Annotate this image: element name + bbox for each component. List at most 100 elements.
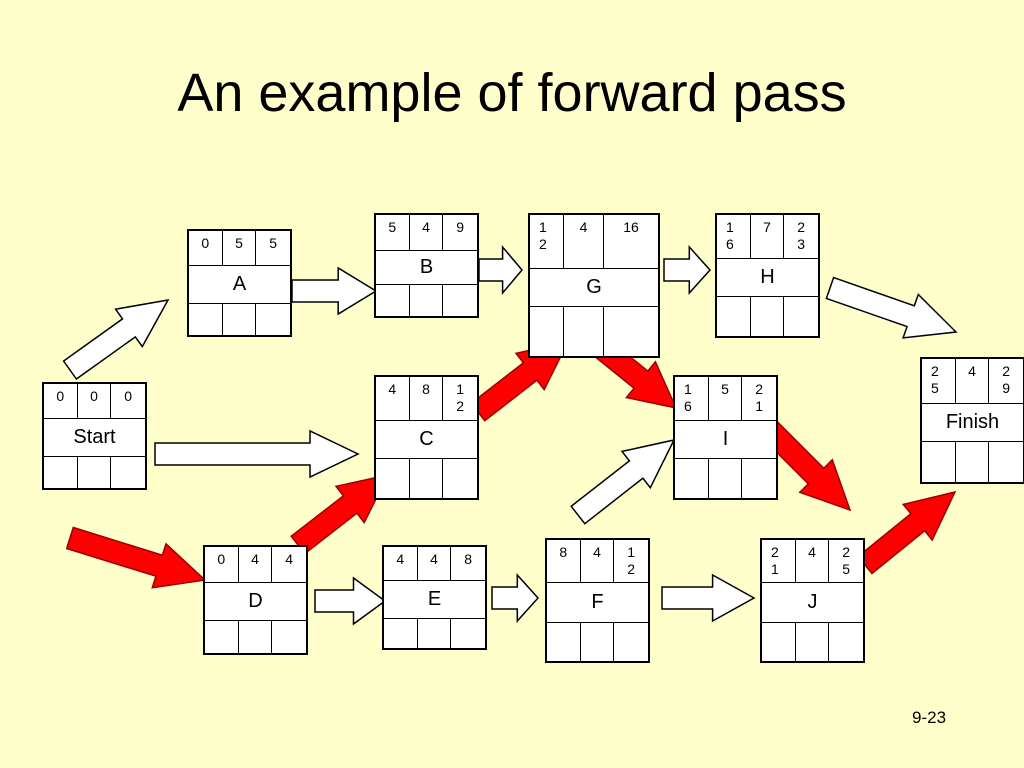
node-c-late-cell: [410, 459, 444, 498]
arrow-start-to-c: [154, 429, 360, 479]
node-e-late-cell: [418, 619, 452, 648]
arrow-e-to-f: [491, 573, 540, 623]
arrow-f-to-i: [570, 438, 676, 525]
node-j-late-cell: [829, 623, 863, 661]
node-h-late-cell: [751, 297, 785, 336]
page-number: 9-23: [912, 708, 947, 727]
arrow-start-to-a: [62, 298, 170, 381]
node-a-late-cell: [189, 304, 223, 335]
node-finish-duration: 4: [955, 359, 990, 404]
arrow-j-to-finish: [857, 490, 957, 575]
node-d-late-cell: [205, 621, 239, 653]
node-h-late-cell: [784, 297, 818, 336]
node-c-early-start: 4: [376, 377, 410, 421]
node-j-late-cell: [762, 623, 796, 661]
node-b-early-finish: 9: [443, 215, 477, 251]
node-start-early-finish: 0: [111, 384, 145, 419]
node-f-late-cell: [614, 623, 648, 661]
arrow-i-to-j: [761, 421, 852, 512]
node-finish-late-cell: [989, 442, 1023, 482]
node-e-label: E: [384, 581, 485, 619]
arrow-a-to-b: [291, 266, 378, 316]
node-a-early-finish: 5: [256, 231, 290, 266]
node-c-late-cell: [376, 459, 410, 498]
node-d-late-cell: [272, 621, 306, 653]
arrow-start-to-d: [65, 526, 207, 589]
node-b-late-cell: [376, 285, 410, 316]
node-start-label: Start: [44, 419, 145, 457]
node-d-duration: 4: [238, 547, 273, 583]
node-j-late-cell: [796, 623, 830, 661]
node-a-early-start: 0: [189, 231, 223, 266]
node-a-label: A: [189, 266, 290, 304]
node-d-late-cell: [239, 621, 273, 653]
node-start-early-start: 0: [44, 384, 78, 419]
node-e-early-finish: 8: [451, 547, 485, 581]
arrow-h-to-finish: [825, 276, 958, 339]
node-d-early-start: 0: [205, 547, 239, 583]
node-b-label: B: [376, 251, 477, 285]
node-e-late-cell: [384, 619, 418, 648]
node-i-label: I: [675, 421, 776, 459]
node-a-duration: 5: [222, 231, 257, 266]
node-finish-late-cell: [922, 442, 956, 482]
node-b-late-cell: [443, 285, 477, 316]
node-j-label: J: [762, 583, 863, 623]
node-start-late-cell: [111, 457, 145, 488]
node-j-duration: 4: [795, 540, 830, 583]
node-i-duration: 5: [708, 377, 743, 421]
node-f-late-cell: [581, 623, 615, 661]
node-e-early-start: 4: [384, 547, 418, 581]
node-g-duration: 4: [564, 215, 604, 269]
node-c-late-cell: [443, 459, 477, 498]
node-d-early-finish: 4: [272, 547, 306, 583]
node-f-label: F: [547, 583, 648, 623]
slide-title: An example of forward pass: [177, 63, 847, 123]
node-f-early-start: 8: [547, 540, 581, 583]
node-g-label: G: [530, 269, 658, 307]
node-g-late-cell: [530, 307, 564, 356]
node-g-late-cell: [564, 307, 604, 356]
arrow-d-to-c: [290, 473, 390, 555]
node-start-late-cell: [78, 457, 112, 488]
node-e-late-cell: [451, 619, 485, 648]
node-c-duration: 8: [409, 377, 444, 421]
node-h-late-cell: [717, 297, 751, 336]
arrow-g-to-h: [663, 245, 712, 295]
node-a-late-cell: [256, 304, 290, 335]
node-g-late-cell: [604, 307, 658, 356]
node-b-early-start: 5: [376, 215, 410, 251]
node-b-duration: 4: [409, 215, 444, 251]
node-h-label: H: [717, 259, 818, 297]
node-c-label: C: [376, 421, 477, 459]
node-d-label: D: [205, 583, 306, 621]
node-i-late-cell: [742, 459, 776, 498]
arrow-f-to-j: [661, 573, 756, 623]
node-finish-late-cell: [956, 442, 990, 482]
node-b-late-cell: [410, 285, 444, 316]
node-i-late-cell: [675, 459, 709, 498]
node-g-early-finish: 16: [604, 215, 658, 269]
node-f-duration: 4: [580, 540, 615, 583]
node-start-late-cell: [44, 457, 78, 488]
